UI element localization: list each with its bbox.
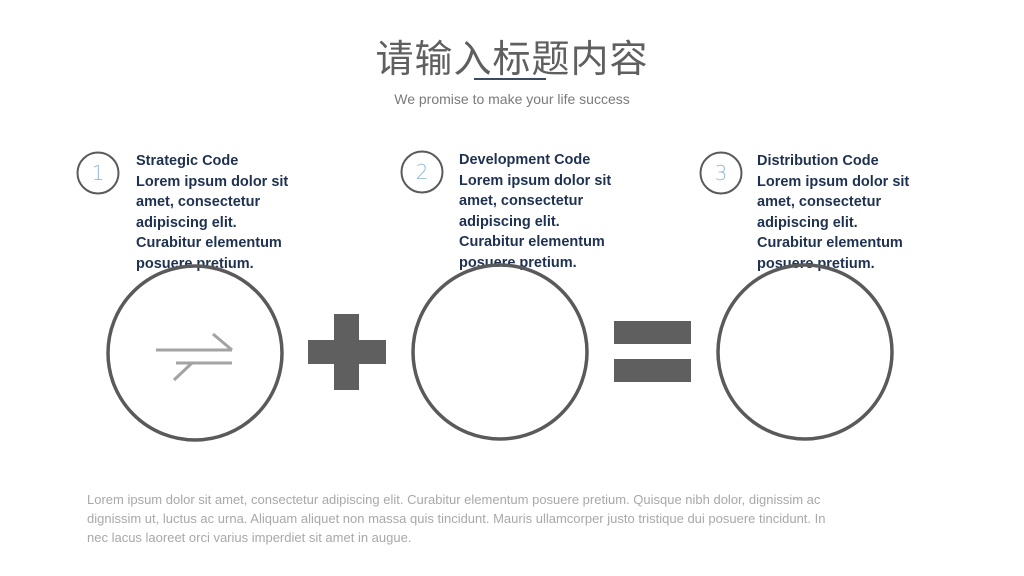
step-number: 3	[714, 161, 728, 185]
footer-text-line: Lorem ipsum dolor sit amet, consectetur …	[87, 492, 821, 507]
step-number: 2	[415, 160, 429, 184]
plus-icon	[308, 314, 386, 390]
step-badge-3: 3	[699, 151, 743, 195]
feature-text-line: amet, consectetur	[459, 193, 584, 209]
feature-distribution-code: Distribution Code Lorem ipsum dolor sit …	[757, 151, 927, 274]
page-title: 请输入标题内容	[375, 37, 649, 81]
equals-icon	[614, 321, 691, 382]
title-underline	[474, 78, 546, 80]
feature-heading: Distribution Code	[757, 153, 879, 169]
step-number: 1	[91, 161, 105, 185]
feature-strategic-code: Strategic Code Lorem ipsum dolor sit ame…	[136, 151, 306, 274]
footer-paragraph: Lorem ipsum dolor sit amet, consectetur …	[87, 490, 937, 547]
step-badge-1: 1	[76, 151, 120, 195]
feature-text-line: Lorem ipsum dolor sit	[136, 173, 289, 190]
feature-development-code: Development Code Lorem ipsum dolor sit a…	[459, 150, 629, 273]
footer-text-line: dignissim ut, luctus ac urna. Aliquam al…	[87, 511, 826, 526]
badge-circle-icon	[699, 151, 743, 195]
feature-text-line: Curabitur elementum	[757, 235, 903, 251]
footer-text-line: nec lacus laoreet orci varius imperdiet …	[87, 530, 412, 545]
equation-circle-2	[411, 263, 589, 441]
feature-text-line: Lorem ipsum dolor sit	[459, 172, 612, 189]
badge-circle-icon	[400, 150, 444, 194]
feature-heading: Development Code	[459, 152, 591, 168]
step-badge-2: 2	[400, 150, 444, 194]
page-subtitle: We promise to make your life success	[394, 91, 630, 107]
equation-circle-1	[106, 264, 284, 442]
feature-text-line: adipiscing elit.	[459, 213, 560, 230]
badge-circle-icon	[76, 151, 120, 195]
feature-text-line: posuere pretium.	[136, 255, 254, 272]
swap-arrows-icon	[156, 332, 233, 382]
feature-text-line: Curabitur elementum	[136, 235, 282, 251]
feature-heading: Strategic Code	[136, 153, 239, 169]
feature-text-line: amet, consectetur	[757, 194, 882, 210]
equation-circle-3	[716, 263, 894, 441]
feature-text-line: Curabitur elementum	[459, 234, 605, 250]
feature-text-line: adipiscing elit.	[136, 214, 237, 231]
feature-text-line: adipiscing elit.	[757, 214, 858, 231]
feature-text-line: Lorem ipsum dolor sit	[757, 173, 910, 190]
feature-text-line: amet, consectetur	[136, 194, 261, 210]
